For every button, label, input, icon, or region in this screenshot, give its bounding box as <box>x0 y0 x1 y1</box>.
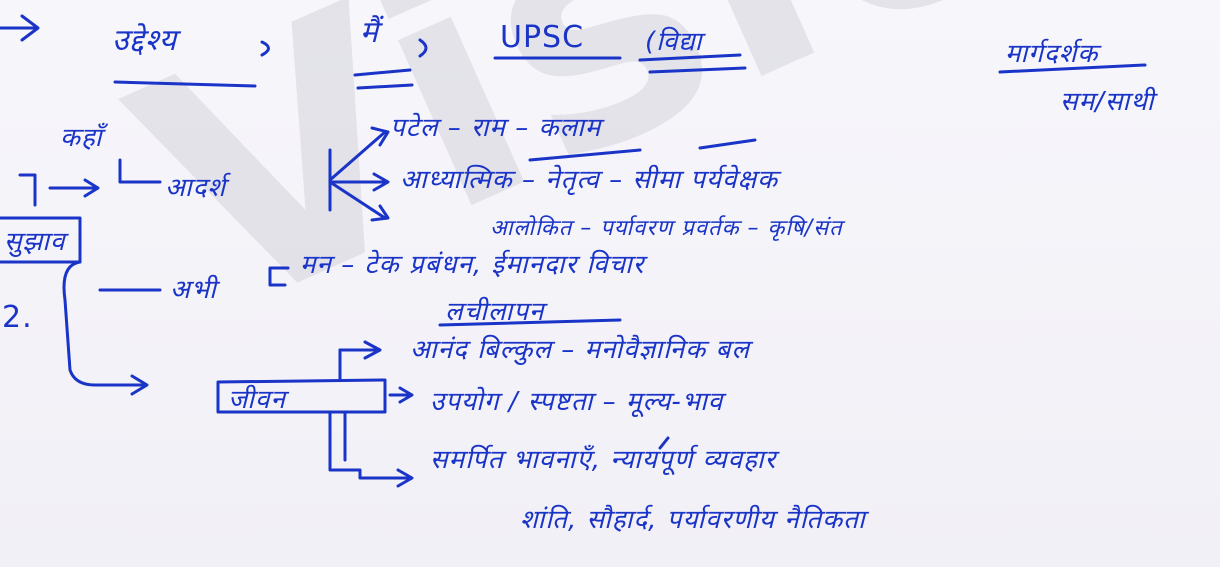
heading-i: मैं <box>360 15 379 50</box>
heading-upsc: UPSC <box>500 20 585 55</box>
heading-friends: सम/साथी <box>1060 87 1155 117</box>
line-manas: मन – टेक प्रबंधन, ईमानदार विचार <box>300 250 645 280</box>
branch-line-1: पटेल – राम – कलाम <box>390 113 602 143</box>
line-row1: आनंद बिल्कुल – मनोवैज्ञानिक बल <box>410 335 750 365</box>
branch-line-2: आध्यात्मिक – नेतृत्व – सीमा पर्यवेक्षक <box>400 165 779 195</box>
label-boxed: सुझाव <box>4 227 66 257</box>
label-adarsh: आदर्श <box>165 173 227 203</box>
heading-teacher: मार्गदर्शक <box>1005 39 1099 69</box>
line-row3: समर्पित भावनाएँ, न्यायपूर्ण व्यवहार <box>430 445 777 475</box>
label-kahan: कहाँ <box>60 123 103 153</box>
label-abhi: अभी <box>170 275 217 305</box>
label-jeevan: जीवन <box>228 385 286 415</box>
line-row2: उपयोग / स्पष्टता – मूल्य-भाव <box>430 387 724 417</box>
label-num2: 2. <box>2 300 33 335</box>
heading-objective: उद्देश्य <box>112 23 178 58</box>
line-row4: शांति, सौहार्द, पर्यावरणीय नैतिकता <box>520 505 866 535</box>
branch-line-3: आलोकित – पर्यावरण प्रवर्तक – कृषि/संत <box>490 216 843 241</box>
line-subtitle: लचीलापन <box>445 297 545 327</box>
heading-partial: (विद्या <box>645 27 703 57</box>
arrow-icon <box>0 14 40 42</box>
